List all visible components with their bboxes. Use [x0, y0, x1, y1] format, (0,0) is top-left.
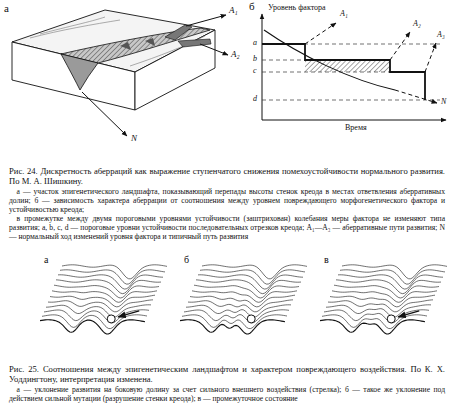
valley-section [61, 54, 98, 90]
path-label: N [441, 97, 446, 106]
aberration-arrow [425, 43, 436, 72]
landscape-panel [320, 265, 447, 342]
landscape-fill [40, 320, 145, 342]
ridge-line [320, 320, 425, 334]
normal-path-arrow [395, 90, 437, 103]
force-arrow [118, 311, 139, 317]
path-label: A₂ [413, 19, 421, 28]
threshold-steps [262, 44, 425, 100]
ball [107, 315, 115, 323]
ball [387, 315, 395, 323]
wall-step [120, 42, 131, 50]
factor-curve [264, 30, 395, 90]
caption-legend: а — уклонение развития на боковую долину… [9, 385, 445, 403]
valley-hatch [61, 28, 210, 63]
path-arrow [82, 92, 127, 136]
path-label: A₂ [231, 49, 240, 59]
x-axis [262, 120, 446, 121]
path-arrow [200, 44, 228, 55]
side-valley [178, 39, 211, 47]
level-label: b [253, 54, 257, 63]
force-arrow [398, 311, 419, 317]
panel-letter: б [249, 0, 255, 13]
caption-title: Рис. 25. Соотношения между эпигенетическ… [9, 364, 445, 385]
panel-letter: а [4, 2, 9, 15]
level-label: d [253, 94, 257, 103]
level-label: a [253, 38, 257, 47]
caption-title: Рис. 24. Дискретность аберраций как выра… [9, 166, 445, 187]
panel-letter: а [44, 254, 48, 266]
caption-legend: в промежутке между двумя пороговыми уров… [9, 214, 445, 241]
landscape-fill [320, 320, 425, 342]
axis-title: Время [345, 123, 367, 132]
y-axis [262, 14, 263, 120]
wall-step [145, 38, 155, 46]
landscape-block [12, 10, 228, 136]
level-line [262, 60, 305, 61]
level-label: c [253, 66, 257, 75]
path-label: N [131, 133, 137, 143]
path-label: A₃ [437, 30, 445, 39]
path-label: A₁ [229, 5, 238, 15]
contour-line [30, 20, 120, 38]
landscape-fill [180, 320, 285, 342]
valley [61, 28, 210, 63]
caption-legend: а — участок эпигенетического ландшафта, … [9, 187, 445, 214]
panel-letter: б [184, 254, 189, 266]
panel-letter: в [324, 254, 329, 266]
ball [247, 315, 255, 323]
contour-line [40, 17, 105, 34]
ridge-line [180, 320, 285, 334]
factor-chart [262, 14, 446, 120]
side-valley [165, 25, 192, 40]
ridge-line [40, 320, 145, 334]
landscape-panel [180, 265, 307, 342]
aberration-arrow [305, 23, 336, 44]
path-label: A₁ [340, 9, 348, 18]
axis-title: Уровень фактора [268, 3, 326, 12]
path-arrow [186, 15, 226, 26]
landscape-panels [40, 265, 447, 342]
level-line [262, 100, 440, 101]
aberration-arrow [390, 32, 410, 60]
level-line [262, 72, 390, 73]
block-side [135, 30, 215, 110]
landscape-panel [40, 265, 167, 342]
